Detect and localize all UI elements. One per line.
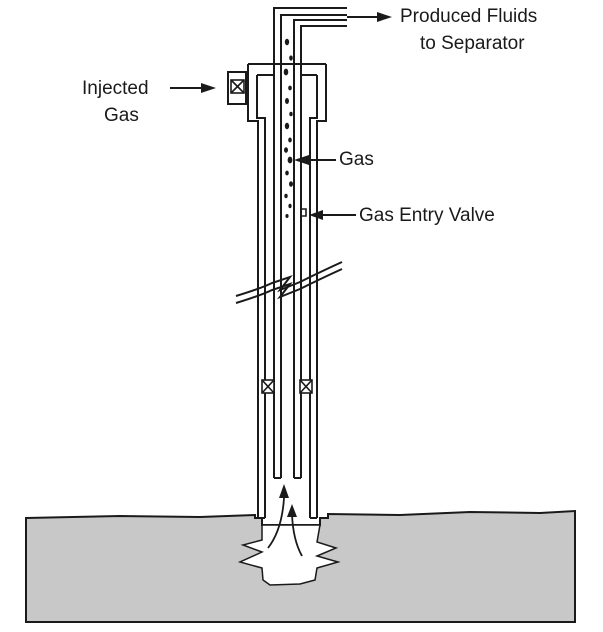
gas-entry-valve (301, 208, 307, 217)
arrow-right-icon (347, 12, 392, 22)
packer-x-icon (261, 379, 313, 394)
casing (247, 63, 327, 519)
gas-bubbles (283, 38, 293, 218)
produced-fluids-label: Produced Fluids (400, 6, 538, 27)
flow-arrow-icon (267, 497, 303, 557)
gas-label: Gas (339, 149, 374, 170)
gas-inlet-label: Gas (104, 105, 139, 126)
valve-x-icon (230, 79, 245, 94)
depth-break (235, 261, 343, 304)
valve-pointer-arrow (309, 210, 356, 220)
gas-inlet (227, 71, 248, 105)
tubing (273, 7, 347, 479)
to-separator-label: to Separator (420, 33, 525, 54)
perforation-cavity (237, 524, 341, 586)
arrow-left-icon (294, 155, 336, 165)
gas-entry-valve-label: Gas Entry Valve (359, 205, 495, 226)
injected-label: Injected (82, 78, 149, 99)
injected-gas-arrow (170, 83, 216, 93)
flow-arrowheads (279, 484, 297, 517)
